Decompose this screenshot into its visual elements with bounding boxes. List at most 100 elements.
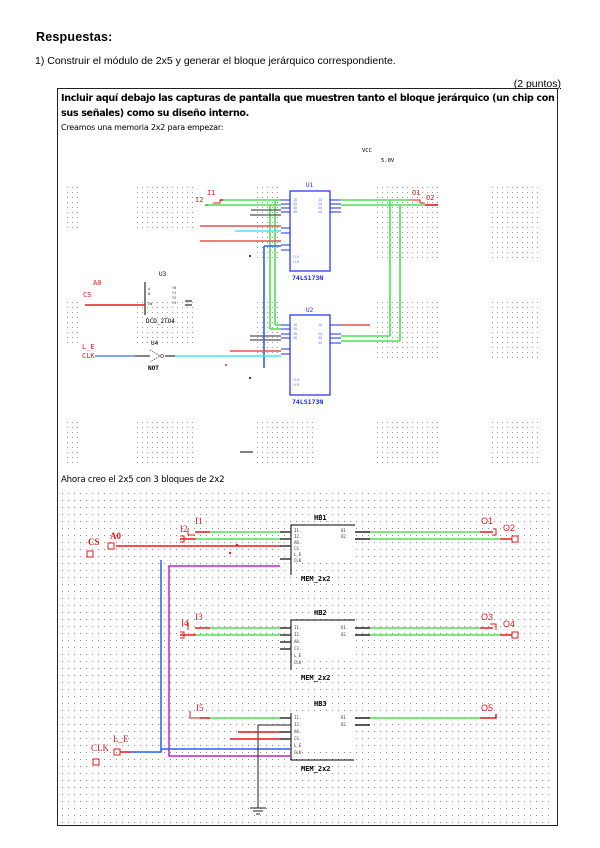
svg-text:CS: CS	[294, 546, 299, 551]
svg-text:CS.: CS.	[294, 736, 301, 741]
inverter-part: NOT	[148, 365, 159, 372]
svg-text:3Q: 3Q	[318, 336, 322, 340]
decoder-ref: U3	[159, 271, 167, 278]
inverter-ref: U4	[151, 340, 159, 347]
svg-text:EN: EN	[148, 302, 152, 306]
note-first: Creamos una memoria 2x2 para empezar:	[61, 123, 224, 132]
label-o5: O5	[481, 703, 493, 713]
answers-heading: Respuestas:	[36, 30, 113, 44]
question-text: 1) Construir el módulo de 2x5 y generar …	[35, 55, 396, 67]
decoder-part: DCD_2TO4	[146, 318, 175, 325]
svg-text:2Q: 2Q	[318, 202, 322, 206]
label-le: L_E	[82, 343, 95, 351]
svg-text:CLK: CLK	[293, 378, 300, 382]
svg-text:4Q: 4Q	[318, 341, 322, 345]
label-i1: I1	[207, 189, 215, 197]
svg-text:1D: 1D	[293, 198, 297, 202]
vcc-value: 5.0V	[381, 158, 395, 164]
svg-text:CLR: CLR	[293, 383, 300, 387]
block-hb3-ref: HB3	[314, 700, 327, 708]
block-hb3-part: MEM_2x2	[301, 765, 331, 773]
svg-text:I2.: I2.	[294, 534, 301, 539]
svg-text:O2: O2	[341, 534, 346, 539]
instructions-text: Incluir aquí debajo las capturas de pant…	[61, 93, 555, 119]
svg-text:CLK: CLK	[294, 558, 302, 563]
label-o3: O3	[481, 612, 493, 622]
svg-text:O1: O1	[341, 528, 346, 533]
signal-labels-2x2: I1 I2 A0 CS L_E CLK O1 O2	[82, 189, 434, 360]
label-i4: I4	[181, 618, 189, 628]
chip-u1-part: 74LS173N	[292, 274, 323, 282]
svg-text:Y3: Y3	[172, 301, 176, 305]
svg-text:L_E: L_E	[294, 743, 302, 748]
svg-text:Y2: Y2	[172, 296, 176, 300]
svg-text:A0.: A0.	[294, 540, 301, 545]
svg-text:1D: 1D	[293, 323, 297, 327]
label-cs: CS	[88, 537, 100, 547]
svg-text:B: B	[148, 292, 150, 296]
grid-dots	[63, 184, 540, 463]
vcc-label: VCC	[362, 148, 372, 154]
label-cs: CS	[83, 291, 91, 299]
svg-text:CLK: CLK	[294, 660, 302, 665]
svg-text:I2.: I2.	[294, 632, 301, 637]
svg-text:CLR: CLR	[293, 260, 300, 264]
label-o1: O1	[481, 516, 493, 526]
label-clk: CLK	[82, 352, 95, 360]
svg-text:2D: 2D	[293, 202, 297, 206]
svg-text:1Q: 1Q	[318, 198, 322, 202]
svg-text:2D: 2D	[293, 327, 297, 331]
svg-text:I1.: I1.	[294, 715, 301, 720]
svg-text:Y1: Y1	[172, 291, 176, 295]
svg-text:A0.: A0.	[294, 639, 301, 644]
wires-2x2	[85, 199, 438, 453]
label-a0: A0	[110, 531, 121, 541]
svg-text:I1.: I1.	[294, 528, 301, 533]
svg-text:4D: 4D	[293, 336, 297, 340]
svg-text:L_E: L_E	[294, 552, 302, 557]
svg-text:4Q: 4Q	[318, 210, 322, 214]
label-o2: O2	[426, 194, 434, 202]
label-clk: CLK	[91, 743, 110, 753]
note-second: Ahora creo el 2x5 con 3 bloques de 2x2	[61, 475, 225, 485]
svg-text:O1: O1	[341, 625, 346, 630]
svg-text:3Q: 3Q	[318, 206, 322, 210]
label-o1: O1	[412, 189, 420, 197]
label-i3: I3	[195, 612, 203, 622]
answer-box	[57, 88, 558, 826]
label-o2: O2	[503, 523, 515, 533]
svg-text:O1: O1	[341, 715, 346, 720]
svg-text:CLK: CLK	[294, 750, 302, 755]
label-i2: I2	[180, 524, 188, 534]
points-label: (2 puntos)	[513, 78, 561, 90]
svg-text:L_E: L_E	[294, 653, 302, 658]
block-hb1-part: MEM_2x2	[301, 575, 331, 583]
svg-text:O2: O2	[341, 632, 346, 637]
inverter-u4: U4 NOT	[148, 340, 164, 372]
svg-text:I2.: I2.	[294, 722, 301, 727]
label-o4: O4	[503, 619, 515, 629]
label-a0: A0	[93, 279, 101, 287]
chip-u1-ref: U1	[306, 182, 314, 189]
wires-2x5	[86, 528, 519, 815]
chip-u2-ref: U2	[306, 307, 314, 314]
label-i5: I5	[196, 703, 204, 713]
svg-text:4D: 4D	[293, 210, 297, 214]
svg-text:O2: O2	[341, 722, 346, 727]
svg-text:CLK: CLK	[293, 255, 300, 259]
svg-text:A: A	[148, 287, 151, 291]
block-hb2-ref: HB2	[314, 609, 327, 617]
signal-labels-2x5: I1 I2 A0 CS I3 I4 I5 CLK L_E O1 O2 O3 O4…	[88, 516, 515, 753]
label-le: L_E	[113, 734, 129, 744]
block-hb1-ref: HB1	[314, 514, 327, 522]
svg-text:A0.: A0.	[294, 729, 301, 734]
svg-text:C3.: C3.	[294, 646, 301, 651]
